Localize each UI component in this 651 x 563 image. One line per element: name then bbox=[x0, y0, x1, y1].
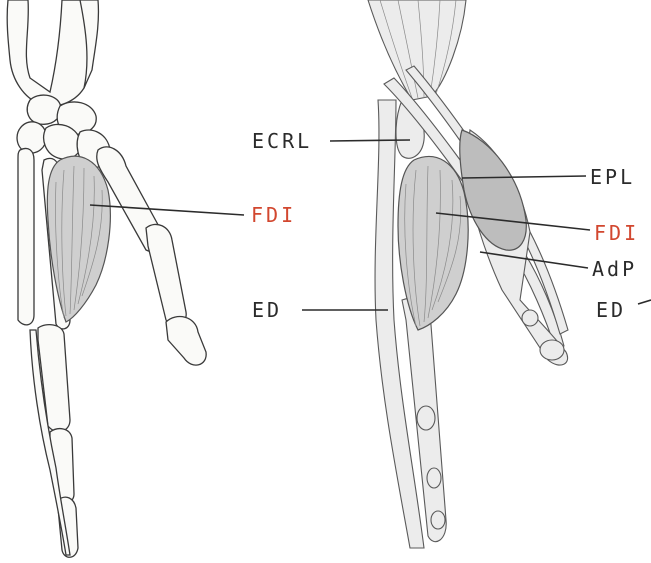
ed-left-label: ED bbox=[252, 298, 282, 322]
metacarpal-index bbox=[18, 148, 34, 324]
carpal-3 bbox=[17, 122, 46, 153]
thumb-joint bbox=[522, 310, 538, 326]
ecrl-label: ECRL bbox=[252, 129, 312, 153]
carpal-1 bbox=[27, 95, 61, 124]
thumb-tip bbox=[540, 340, 564, 360]
ed-right-leader bbox=[638, 300, 651, 304]
epl-label: EPL bbox=[590, 165, 635, 189]
adp-label: AdP bbox=[592, 257, 637, 281]
ecrl-leader bbox=[330, 140, 410, 141]
thumb-proximal bbox=[146, 224, 186, 325]
forearm-tendons bbox=[368, 0, 466, 100]
skeleton-illustration bbox=[7, 0, 206, 557]
thumb-distal bbox=[166, 317, 206, 366]
radius-bone bbox=[7, 0, 95, 106]
adp-muscle bbox=[460, 130, 526, 250]
muscle-illustration bbox=[368, 0, 568, 548]
ed-right-label: ED bbox=[596, 298, 626, 322]
fdi-right-label: FDI bbox=[594, 221, 639, 245]
fdi-left-leader bbox=[90, 205, 244, 215]
fdi-left-label: FDI bbox=[251, 203, 296, 227]
